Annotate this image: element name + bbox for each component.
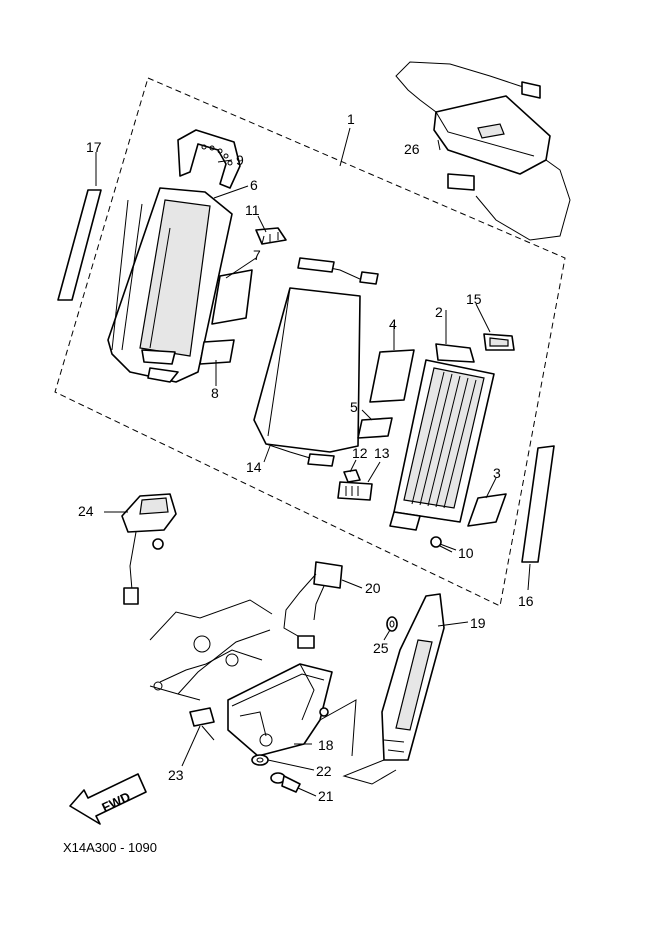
part-15-socket — [483, 333, 515, 351]
part-3-label — [467, 493, 507, 527]
callout-5: 5 — [350, 399, 358, 415]
callout-3: 3 — [493, 465, 501, 481]
fwd-arrow: FWD — [69, 773, 147, 825]
part-17-sticker — [57, 189, 102, 301]
part-23-bolt — [189, 707, 215, 741]
callout-23: 23 — [168, 767, 184, 783]
callout-15: 15 — [466, 291, 482, 307]
callout-9: 9 — [236, 152, 244, 168]
callout-4: 4 — [389, 316, 397, 332]
callout-6: 6 — [250, 177, 258, 193]
callout-18: 18 — [318, 737, 334, 753]
callout-10: 10 — [458, 545, 474, 561]
callout-20: 20 — [365, 580, 381, 596]
part-5-pad — [357, 417, 393, 439]
part-21-bolt — [270, 772, 301, 793]
callout-21: 21 — [318, 788, 334, 804]
callout-25: 25 — [373, 640, 389, 656]
callout-19: 19 — [470, 615, 486, 631]
part-19-cover — [381, 593, 445, 761]
leader-lines — [95, 127, 531, 797]
callout-26: 26 — [404, 141, 420, 157]
callout-16: 16 — [518, 593, 534, 609]
part-25-washer — [386, 616, 398, 632]
group-bracket-19 — [342, 759, 397, 785]
part-24-key-switch — [121, 493, 177, 605]
callout-17: 17 — [86, 139, 102, 155]
part-14-battery-pack — [253, 257, 379, 467]
part-2-controller — [389, 343, 495, 531]
frame-sketch — [149, 599, 273, 701]
part-13-connector — [337, 481, 373, 501]
part-10-screw — [430, 536, 457, 551]
part-22-washer — [251, 754, 269, 766]
part-6-battery-case — [107, 187, 233, 383]
callout-14: 14 — [246, 459, 262, 475]
part-7-pad — [211, 269, 253, 325]
callout-12: 12 — [352, 445, 368, 461]
callout-1: 1 — [347, 111, 355, 127]
callout-7: 7 — [253, 247, 261, 263]
callout-11: 11 — [245, 202, 260, 218]
part-16-label — [521, 445, 555, 563]
part-9-handle — [177, 129, 241, 189]
callout-13: 13 — [374, 445, 390, 461]
part-20-harness — [283, 561, 343, 649]
diagram-code: X14A300 - 1090 — [63, 840, 157, 855]
part-4-pad — [369, 349, 415, 403]
group-bracket-18 — [319, 699, 357, 757]
callout-8: 8 — [211, 385, 219, 401]
part-26-charger — [395, 61, 571, 241]
part-12-clip — [343, 469, 361, 483]
callout-22: 22 — [316, 763, 332, 779]
part-18-bracket — [227, 663, 333, 757]
callout-2: 2 — [435, 304, 443, 320]
callout-labels: 1 2 3 4 5 6 7 8 9 10 11 12 13 14 15 16 1… — [78, 111, 534, 804]
assembly-boundary — [54, 77, 566, 607]
callout-24: 24 — [78, 503, 94, 519]
part-8-pad — [199, 339, 235, 365]
part-11-connector — [255, 227, 287, 245]
